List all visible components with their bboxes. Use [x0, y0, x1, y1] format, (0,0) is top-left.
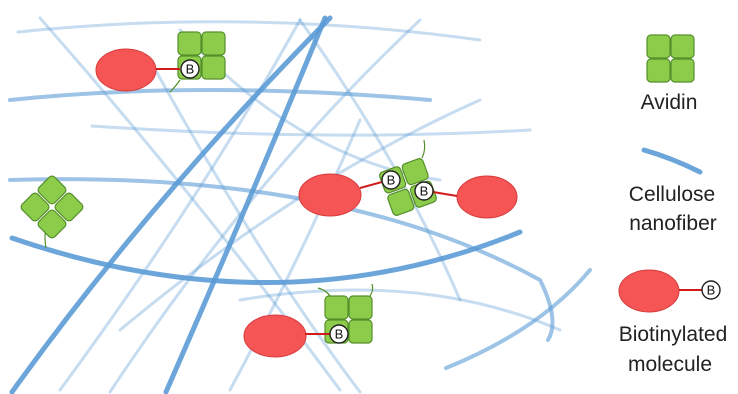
- legend-biotinylated-label-line2: molecule: [628, 353, 712, 376]
- avidin-biotin-complex: B B: [298, 139, 518, 219]
- biotin-icon: [381, 170, 401, 190]
- avidin-biotin-complex: B: [243, 283, 374, 358]
- avidin-tether: [169, 79, 181, 93]
- biotin-icon: [329, 324, 349, 344]
- nanofiber: [8, 88, 432, 102]
- nanofiber: [163, 15, 328, 394]
- linker: [359, 181, 383, 189]
- legend-molecule-icon: [618, 269, 680, 313]
- nanofiber: [298, 18, 462, 302]
- biotin-label: B: [420, 184, 429, 199]
- nanofiber: [9, 15, 333, 394]
- biotinylated-molecule: [298, 173, 362, 217]
- biotinylated-molecule: [95, 48, 157, 92]
- nanofiber: [9, 229, 523, 285]
- legend-biotin-label: B: [707, 283, 716, 298]
- avidin-tether: [317, 287, 331, 297]
- legend-avidin-label: Avidin: [641, 91, 698, 114]
- avidin-biotin-complex: B: [95, 31, 226, 93]
- legend-biotinylated-label-line1: Biotinylated: [619, 323, 728, 346]
- nanofiber: [148, 58, 362, 394]
- nanofiber: [16, 20, 482, 42]
- legend-avidin-icon: [646, 34, 695, 83]
- linker: [432, 191, 458, 197]
- biotin-label: B: [335, 327, 344, 342]
- biotinylated-molecule: [243, 314, 307, 358]
- legend-cellulose-label-line2: nanofiber: [629, 212, 717, 235]
- biotin-icon: [180, 59, 200, 79]
- biotin-icon: [414, 181, 434, 201]
- nanofiber: [90, 124, 532, 137]
- biotinylated-molecule: [456, 175, 518, 219]
- avidin-tether: [369, 283, 374, 297]
- legend-cellulose-label-line1: Cellulose: [629, 183, 715, 206]
- avidin-complex-free: [20, 175, 84, 249]
- avidin-tether: [421, 139, 426, 159]
- nanofiber: [238, 288, 562, 332]
- nanofiber: [58, 18, 302, 392]
- avidin-icon: [20, 175, 84, 239]
- legend: Avidin Cellulose nanofiber B Biotinylate…: [618, 34, 728, 376]
- legend-biotin-icon: [701, 280, 721, 300]
- nanofiber: [228, 118, 362, 392]
- legend-nanofiber-icon: [641, 147, 703, 175]
- biotin-label: B: [387, 173, 396, 188]
- nanofiber: [444, 268, 592, 370]
- biotin-label: B: [186, 62, 195, 77]
